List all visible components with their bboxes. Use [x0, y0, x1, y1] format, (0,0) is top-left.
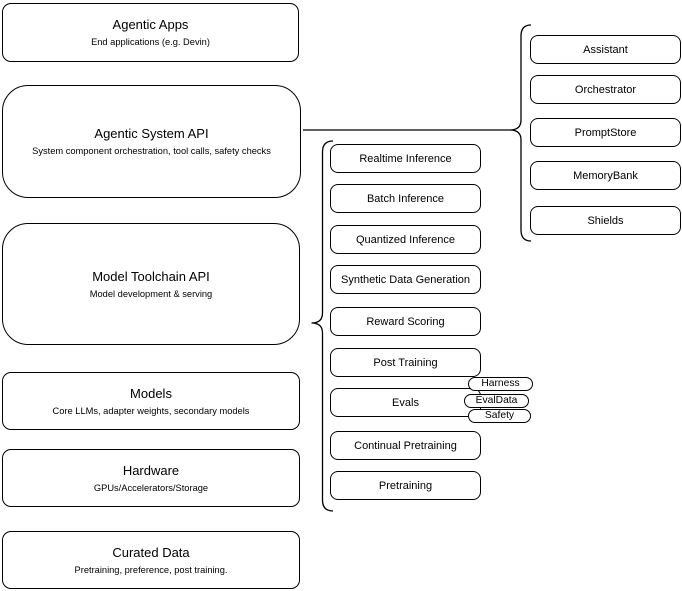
node-models: Models Core LLMs, adapter weights, secon…: [2, 372, 300, 430]
node-subtitle: Core LLMs, adapter weights, secondary mo…: [52, 405, 250, 416]
chip-label: Evals: [392, 396, 419, 409]
node-subtitle: System component orchestration, tool cal…: [32, 146, 271, 156]
node-continual-pretraining: Continual Pretraining: [330, 431, 481, 460]
tag-label: Harness: [481, 378, 520, 389]
node-promptstore: PromptStore: [530, 118, 681, 147]
tag-safety: Safety: [468, 409, 531, 423]
node-post-training: Post Training: [330, 348, 481, 377]
node-batch-inference: Batch Inference: [330, 184, 481, 213]
node-title: Agentic System API: [94, 126, 209, 141]
node-title: Hardware: [122, 462, 180, 478]
node-assistant: Assistant: [530, 35, 681, 64]
chip-label: PromptStore: [574, 126, 637, 139]
chip-label: Synthetic Data Generation: [340, 273, 471, 286]
node-subtitle: End applications (e.g. Devin): [91, 37, 210, 47]
node-title: Models: [130, 385, 172, 401]
system-brace: [509, 24, 532, 242]
node-subtitle: Model development & serving: [89, 288, 213, 299]
tag-harness: Harness: [468, 377, 533, 391]
tag-label: Safety: [484, 410, 515, 421]
node-title: Model Toolchain API: [92, 268, 210, 284]
chip-label: Post Training: [373, 356, 438, 369]
node-memorybank: MemoryBank: [530, 161, 681, 190]
tag-evaldata: EvalData: [464, 393, 529, 408]
chip-label: MemoryBank: [573, 169, 638, 182]
chip-label: Reward Scoring: [366, 315, 445, 328]
node-title: Curated Data: [112, 544, 190, 560]
node-orchestrator: Orchestrator: [530, 75, 681, 104]
toolchain-brace: [311, 140, 334, 512]
chip-label: Assistant: [583, 43, 628, 56]
node-pretraining: Pretraining: [330, 471, 481, 500]
node-title: Agentic Apps: [112, 17, 189, 32]
node-agentic-system-api: Agentic System API System component orch…: [2, 85, 301, 198]
node-evals: Evals: [330, 388, 481, 417]
node-reward-scoring: Reward Scoring: [330, 307, 481, 336]
node-hardware: Hardware GPUs/Accelerators/Storage: [2, 449, 300, 507]
node-shields: Shields: [530, 206, 681, 235]
node-subtitle: Pretraining, preference, post training.: [74, 564, 228, 575]
node-agentic-apps: Agentic Apps End applications (e.g. Devi…: [2, 3, 299, 62]
chip-label: Quantized Inference: [355, 233, 456, 246]
node-model-toolchain-api: Model Toolchain API Model development & …: [2, 223, 300, 345]
chip-label: Realtime Inference: [359, 152, 452, 165]
chip-label: Continual Pretraining: [354, 439, 457, 452]
chip-label: Orchestrator: [574, 83, 637, 96]
node-subtitle: GPUs/Accelerators/Storage: [93, 482, 209, 493]
chip-label: Shields: [587, 214, 624, 227]
tag-label: EvalData: [475, 394, 518, 406]
node-synthetic-data-generation: Synthetic Data Generation: [330, 265, 481, 294]
node-realtime-inference: Realtime Inference: [330, 144, 481, 173]
chip-label: Pretraining: [378, 479, 433, 492]
node-curated-data: Curated Data Pretraining, preference, po…: [2, 531, 300, 589]
chip-label: Batch Inference: [366, 192, 445, 205]
node-quantized-inference: Quantized Inference: [330, 225, 481, 254]
